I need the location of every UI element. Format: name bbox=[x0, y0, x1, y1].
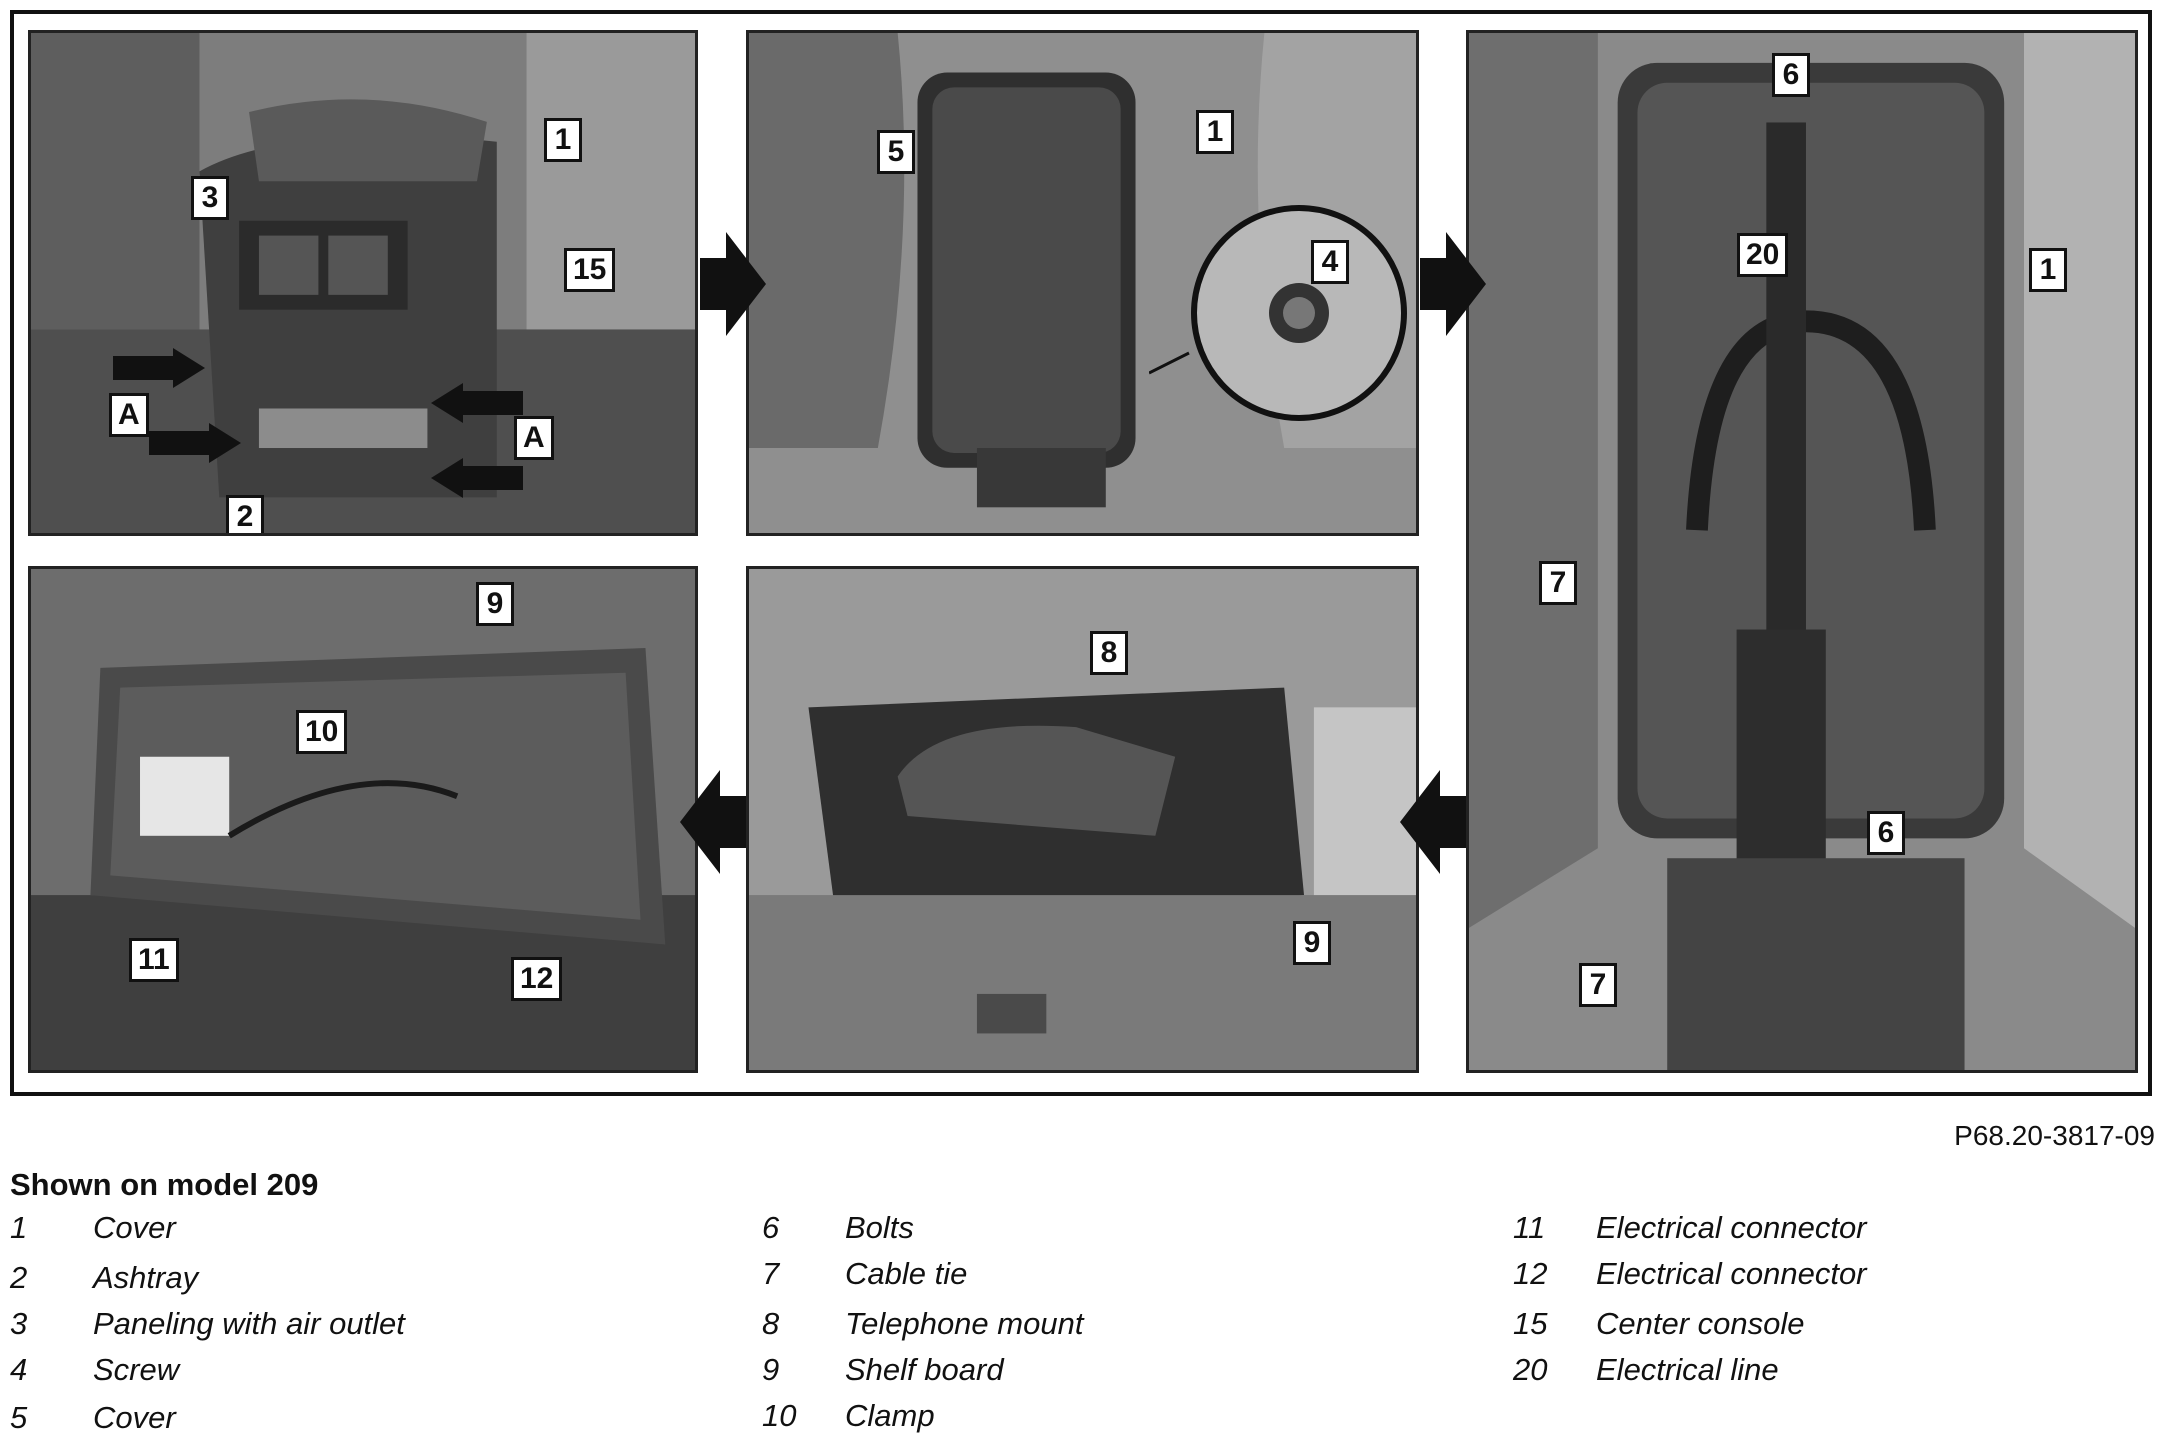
callout-11: 11 bbox=[129, 938, 179, 982]
armrest-interior-photo bbox=[1469, 33, 2135, 1070]
callout-15: 15 bbox=[564, 248, 616, 292]
direction-arrow-left-icon bbox=[431, 383, 523, 423]
callout-5: 5 bbox=[877, 130, 915, 174]
callout-10: 10 bbox=[296, 710, 348, 754]
callout-7-upper: 7 bbox=[1539, 561, 1577, 605]
legend-label: Clamp bbox=[845, 1398, 935, 1433]
legend-label: Bolts bbox=[845, 1210, 914, 1245]
legend-number: 15 bbox=[1513, 1306, 1548, 1341]
callout-9: 9 bbox=[1293, 921, 1331, 965]
shelf-board-underside-photo bbox=[31, 569, 695, 1070]
legend-title: Shown on model 209 bbox=[10, 1167, 319, 1202]
legend-number: 1 bbox=[10, 1210, 28, 1245]
callout-4: 4 bbox=[1311, 240, 1349, 284]
sequence-arrow-right-icon bbox=[700, 232, 766, 336]
legend-number: 9 bbox=[762, 1352, 780, 1387]
legend-number: 3 bbox=[10, 1306, 28, 1341]
photo-panel-telephone-mount: 8 9 bbox=[746, 566, 1419, 1073]
legend-number: 4 bbox=[10, 1352, 28, 1387]
legend-label: Cover bbox=[93, 1210, 176, 1245]
callout-7-lower: 7 bbox=[1579, 963, 1617, 1007]
direction-arrow-right-icon bbox=[113, 348, 205, 388]
sequence-arrow-right-icon bbox=[1420, 232, 1486, 336]
photo-panel-center-console-rear: 1 3 15 A A 2 bbox=[28, 30, 698, 536]
callout-20: 20 bbox=[1737, 233, 1789, 277]
photo-panel-armrest-interior: 6 20 1 7 6 7 bbox=[1466, 30, 2138, 1073]
callout-6-top: 6 bbox=[1772, 53, 1810, 97]
legend-label: Ashtray bbox=[93, 1260, 199, 1295]
legend-label: Electrical connector bbox=[1596, 1210, 1867, 1245]
callout-8: 8 bbox=[1090, 631, 1128, 675]
legend-label: Screw bbox=[93, 1352, 180, 1387]
sequence-arrow-left-icon bbox=[1400, 770, 1466, 874]
callout-a-right: A bbox=[514, 416, 554, 460]
callout-6-lower: 6 bbox=[1867, 811, 1905, 855]
telephone-mount-photo bbox=[749, 569, 1416, 1070]
callout-3: 3 bbox=[191, 176, 229, 220]
callout-2: 2 bbox=[226, 495, 264, 533]
direction-arrow-left-icon bbox=[431, 458, 523, 498]
callout-1: 1 bbox=[544, 118, 582, 162]
legend-label: Electrical connector bbox=[1596, 1256, 1867, 1291]
callout-1: 1 bbox=[1196, 110, 1234, 154]
legend-label: Center console bbox=[1596, 1306, 1805, 1341]
callout-a-left: A bbox=[109, 393, 149, 437]
legend-number: 2 bbox=[10, 1260, 28, 1295]
legend-label: Cable tie bbox=[845, 1256, 968, 1291]
legend-label: Cover bbox=[93, 1400, 176, 1435]
legend-number: 5 bbox=[10, 1400, 28, 1435]
legend-label: Telephone mount bbox=[845, 1306, 1084, 1341]
legend-label: Electrical line bbox=[1596, 1352, 1779, 1387]
legend-number: 12 bbox=[1513, 1256, 1548, 1291]
sequence-arrow-left-icon bbox=[680, 770, 746, 874]
legend-number: 10 bbox=[762, 1398, 797, 1433]
photo-panel-armrest-cover: 5 1 4 bbox=[746, 30, 1419, 536]
direction-arrow-right-icon bbox=[149, 423, 241, 463]
figure-reference-code: P68.20-3817-09 bbox=[1954, 1120, 2155, 1151]
photo-panel-shelf-board-underside: 9 10 11 12 bbox=[28, 566, 698, 1073]
legend-number: 20 bbox=[1513, 1352, 1548, 1387]
screw-detail-magnifier bbox=[1149, 205, 1407, 421]
callout-12: 12 bbox=[511, 957, 563, 1001]
legend-label: Shelf board bbox=[845, 1352, 1004, 1387]
legend-number: 11 bbox=[1513, 1210, 1546, 1245]
callout-9: 9 bbox=[476, 582, 514, 626]
legend-number: 7 bbox=[762, 1256, 780, 1291]
legend-number: 8 bbox=[762, 1306, 780, 1341]
callout-1: 1 bbox=[2029, 248, 2067, 292]
legend-label: Paneling with air outlet bbox=[93, 1306, 405, 1341]
legend-number: 6 bbox=[762, 1210, 780, 1245]
